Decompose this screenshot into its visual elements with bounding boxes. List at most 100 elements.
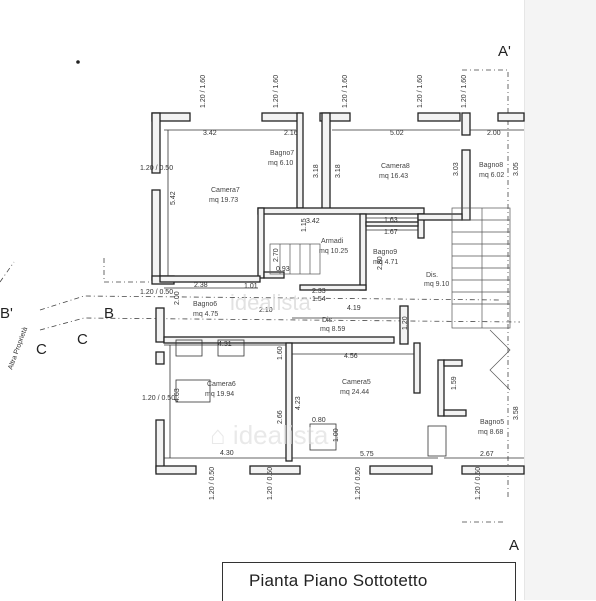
wall [263, 271, 285, 279]
dim-label: 5.75 [360, 451, 374, 458]
dim-guide-left [103, 258, 150, 283]
dim-label: 5.42 [170, 191, 177, 205]
dim-label: 3.58 [513, 406, 520, 420]
dim-label: 2.70 [273, 248, 280, 262]
walls [151, 112, 525, 475]
right-margin-strip [524, 0, 596, 600]
watermark-logo-secondary: ⌂ idealista [210, 420, 329, 450]
room-name-dis2: Dis. [322, 317, 334, 324]
room-name-bagno7: Bagno7 [270, 150, 294, 157]
room-name-camera8: Camera8 [381, 163, 410, 170]
wall [151, 112, 161, 174]
section-line-a [462, 69, 509, 500]
section-line-c [39, 317, 521, 331]
property-note: Altra Proprietà [7, 326, 29, 371]
room-area-dis1: mq 9.10 [424, 281, 449, 288]
room-name-camera6: Camera6 [207, 381, 236, 388]
wall [299, 284, 367, 291]
wall [413, 342, 421, 394]
window-label: 1.20 / 1.60 [200, 75, 207, 108]
room-area-bagno7: mq 6.10 [268, 160, 293, 167]
dim-label: 4.19 [347, 305, 361, 312]
section-mark-b: B [104, 305, 114, 322]
room-area-camera7: mq 19.73 [209, 197, 238, 204]
fixture [309, 423, 337, 451]
wall [417, 213, 463, 221]
wall [461, 149, 471, 221]
room-name-bagno9: Bagno9 [373, 249, 397, 256]
room-name-bagno5: Bagno5 [480, 419, 504, 426]
dim-label: 4.56 [344, 353, 358, 360]
room-area-bagno5: mq 8.68 [478, 429, 503, 436]
dim-label: 2.16 [284, 130, 298, 137]
dim-label: 1.15 [301, 218, 308, 232]
wall [319, 112, 351, 122]
plan-title: Pianta Piano Sottotetto [249, 571, 428, 590]
wall [359, 213, 367, 291]
room-name-armadi: Armadi [321, 238, 344, 245]
section-line-b [39, 295, 501, 311]
window-label: 1.20 / 1.60 [461, 75, 468, 108]
fixture [217, 339, 245, 357]
dim-label: 3.05 [513, 162, 520, 176]
dim-label: 1.00 [333, 428, 340, 442]
dim-label: 3.42 [203, 130, 217, 137]
wall [443, 409, 467, 417]
wall [155, 351, 165, 365]
dim-label: 3.18 [335, 164, 342, 178]
dim-label: 2.80 [377, 256, 384, 270]
dim-label: 0.93 [276, 266, 290, 273]
room-area-camera5: mq 24.44 [340, 389, 369, 396]
wall [417, 112, 461, 122]
dim-label: 1.20 [402, 316, 409, 330]
room-name-bagno8: Bagno8 [479, 162, 503, 169]
dim-label: 2.33 [312, 288, 326, 295]
dimension-labels: 3.42 2.16 5.02 2.00 5.42 3.18 3.18 3.03 … [170, 130, 520, 458]
room-name-camera5: Camera5 [342, 379, 371, 386]
watermark-logo: idealista [230, 290, 311, 315]
wall [399, 305, 409, 345]
room-area-bagno6: mq 4.75 [193, 311, 218, 318]
dim-label: 2.66 [277, 410, 284, 424]
wall [437, 359, 445, 417]
window-label: 1.20 / 0.50 [140, 165, 173, 172]
room-labels: Camera7 mq 19.73 Bagno7 mq 6.10 Camera8 … [193, 150, 504, 436]
dim-label: 2.00 [487, 130, 501, 137]
dim-label: 4.30 [220, 450, 234, 457]
window-label: 1.20 / 1.60 [273, 75, 280, 108]
room-area-camera6: mq 19.94 [205, 391, 234, 398]
window-label: 1.20 / 0.50 [267, 467, 274, 500]
section-mark-c: C [77, 331, 88, 348]
room-area-bagno9: mq 4.71 [373, 259, 398, 266]
dim-label: 3.18 [313, 164, 320, 178]
dim-label: 2.00 [174, 291, 181, 305]
dim-label: 4.63 [174, 388, 181, 402]
wall [369, 465, 433, 475]
dim-label: 4.23 [295, 396, 302, 410]
stairs [269, 207, 511, 391]
dim-label: 1.63 [384, 217, 398, 224]
wall [443, 359, 463, 367]
fixture [175, 339, 203, 357]
dim-label: 2.10 [259, 307, 273, 314]
dim-label: 4.31 [218, 341, 232, 348]
wall [365, 221, 419, 227]
dim-label: 2.38 [194, 282, 208, 289]
wall [151, 189, 161, 281]
window-label: 1.20 / 0.50 [475, 467, 482, 500]
dimension-lines [164, 129, 524, 459]
wall [257, 207, 265, 279]
dim-label: 3.03 [453, 162, 460, 176]
wall [159, 275, 261, 283]
title-box: Pianta Piano Sottotetto [222, 562, 516, 601]
stair-small [269, 243, 321, 275]
dim-label: 1.01 [244, 283, 258, 290]
room-area-camera8: mq 16.43 [379, 173, 408, 180]
room-area-armadi: mq 10.25 [319, 248, 348, 255]
window-label: 1.20 / 0.50 [142, 395, 175, 402]
wall [155, 465, 197, 475]
room-name-camera7: Camera7 [211, 187, 240, 194]
wall [163, 336, 395, 344]
window-label: 1.20 / 0.50 [140, 289, 173, 296]
dim-label: 5.02 [390, 130, 404, 137]
